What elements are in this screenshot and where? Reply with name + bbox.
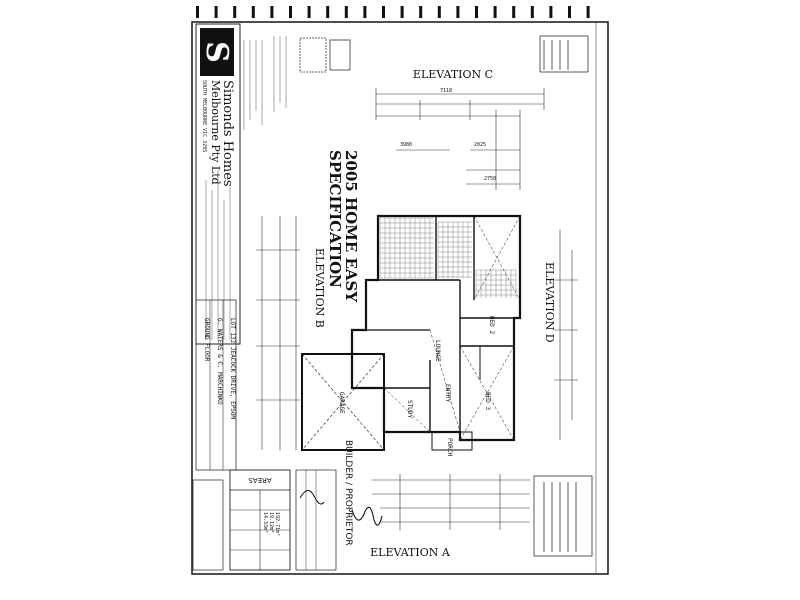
area-value-3: 14.33m² (262, 512, 268, 533)
binding-hole (344, 6, 348, 18)
dim-top-4: 2750 (484, 176, 496, 182)
binding-hole (214, 6, 218, 18)
binding-hole (289, 6, 292, 18)
dim-top-2: 3980 (400, 142, 412, 148)
room-entry: ENTRY (444, 384, 451, 402)
binding-hole (530, 6, 534, 18)
binding-hole (307, 6, 311, 18)
room-lounge: LOUNGE (434, 340, 441, 362)
areas-table: AREAS 192.71m² 19.12m² 14.33m² (192, 469, 337, 571)
binding-hole (400, 6, 404, 18)
binding-hole (326, 6, 330, 18)
binding-hole (586, 6, 590, 18)
room-garage: GARAGE (338, 392, 345, 414)
elevation-b-label: ELEVATION B (313, 248, 326, 328)
area-value-2: 19.12m² (268, 512, 274, 533)
top-dimensions (375, 88, 545, 190)
elevation-a-label: ELEVATION A (370, 546, 451, 559)
areas-heading: AREAS (248, 476, 272, 484)
dim-top-1: 7118 (440, 88, 452, 94)
client-label: G. WATERS & C. MARCHINKO (216, 318, 223, 405)
binding-hole (363, 6, 367, 18)
room-study: STUDY (406, 400, 413, 418)
elevation-d-label: ELEVATION D (543, 262, 556, 343)
signature-2 (351, 506, 383, 526)
binding-hole (549, 6, 553, 18)
bottom-dimensions (372, 474, 530, 530)
elevation-c-label: ELEVATION C (413, 68, 493, 81)
builder-stamp: BUILDER / PROPRIETOR (343, 440, 353, 546)
lot-label: LOT 132 JEACOCK DRIVE, EPSOM (229, 318, 236, 420)
binding-hole (475, 6, 478, 18)
drawing-title-line1: 2005 HOME EASY (342, 150, 360, 302)
sheet-border (191, 21, 609, 575)
binding-hole (456, 6, 460, 18)
binding-hole (419, 6, 423, 18)
room-porch: PORCH (446, 438, 453, 456)
notes-blocks (299, 35, 593, 557)
binding-hole (512, 6, 516, 18)
binding-hole (251, 6, 255, 18)
drawing-title-line2: SPECIFICATION (326, 150, 344, 288)
company-logo-letter: S (199, 41, 234, 63)
binding-hole (437, 6, 441, 18)
room-bed2: BED 2 (488, 316, 495, 334)
floor-plan (301, 214, 522, 451)
binding-hole (568, 6, 571, 18)
floor-label: GROUND FLOOR (203, 318, 210, 362)
binding-holes (196, 6, 590, 18)
dim-top-3: 2025 (474, 142, 486, 148)
title-block: S Simonds Homes Melbourne Pty Ltd SOUTH … (195, 23, 287, 345)
tiled-areas (379, 217, 517, 298)
company-logo (200, 28, 234, 76)
signature-1 (299, 490, 325, 505)
binding-hole (382, 6, 385, 18)
area-value-1: 192.71m² (274, 512, 280, 536)
binding-hole (493, 6, 497, 18)
binding-hole (196, 6, 199, 18)
binding-hole (270, 6, 274, 18)
info-strip: GROUND FLOOR G. WATERS & C. MARCHINKO LO… (195, 299, 237, 471)
company-name-line2: Melbourne Pty Ltd (209, 80, 222, 185)
company-address: SOUTH MELBOURNE VIC 3205 (201, 80, 207, 152)
binding-hole (233, 6, 237, 18)
room-bed3: BED 3 (484, 392, 491, 410)
company-name-line1: Simonds Homes (220, 80, 235, 187)
side-dimensions (256, 216, 578, 450)
